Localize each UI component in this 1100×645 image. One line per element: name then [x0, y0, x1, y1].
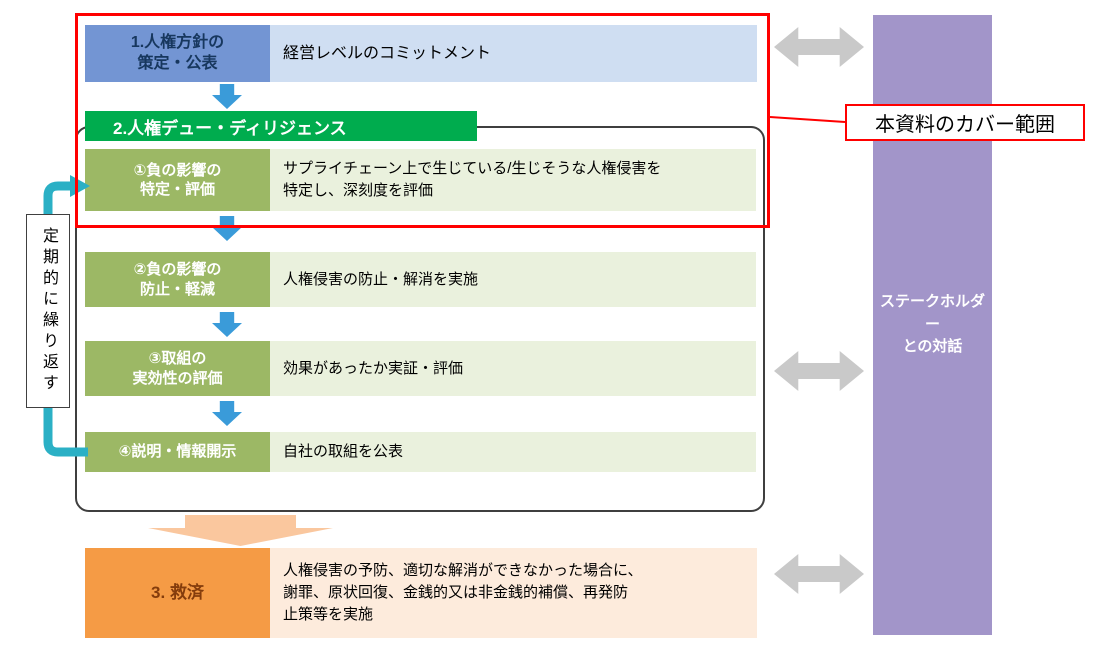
policy-step-desc: 経営レベルのコミットメント: [270, 25, 757, 82]
repeat-label-box: 定期的に繰り返す: [26, 214, 70, 408]
coverage-label: 本資料のカバー範囲: [845, 104, 1085, 141]
due-diligence-title-bar: 2.人権デュー・ディリジェンス: [85, 111, 477, 141]
dd-step2-title: ②負の影響の 防止・軽減: [85, 252, 270, 307]
stakeholder-label: ステークホルダー との対話: [879, 293, 985, 356]
dd-step3-desc: 効果があったか実証・評価: [270, 341, 756, 396]
policy-step-title: 1.人権方針の 策定・公表: [85, 25, 270, 82]
dd-step3-title: ③取組の 実効性の評価: [85, 341, 270, 396]
double-arrow-icon-top: [774, 27, 864, 67]
remedy-step-desc: 人権侵害の予防、適切な解消ができなかった場合に、 謝罪、原状回復、金銭的又は非金…: [270, 548, 757, 638]
dd-step2-desc: 人権侵害の防止・解消を実施: [270, 252, 756, 307]
dd-step1-desc: サプライチェーン上で生じている/生じそうな人権侵害を 特定し、深刻度を評価: [270, 149, 756, 211]
double-arrow-icon-bottom: [774, 554, 864, 594]
dd-step1-title: ①負の影響の 特定・評価: [85, 149, 270, 211]
repeat-label: 定期的に繰り返す: [40, 227, 57, 395]
big-down-arrow-icon: [148, 515, 333, 546]
down-arrow-icon-1: [212, 84, 242, 109]
double-arrow-icon-middle: [774, 351, 864, 391]
dd-step4-title: ④説明・情報開示: [85, 432, 270, 472]
red-connector-line: [769, 116, 846, 123]
remedy-step-title: 3. 救済: [85, 548, 270, 638]
dd-step4-desc: 自社の取組を公表: [270, 432, 756, 472]
